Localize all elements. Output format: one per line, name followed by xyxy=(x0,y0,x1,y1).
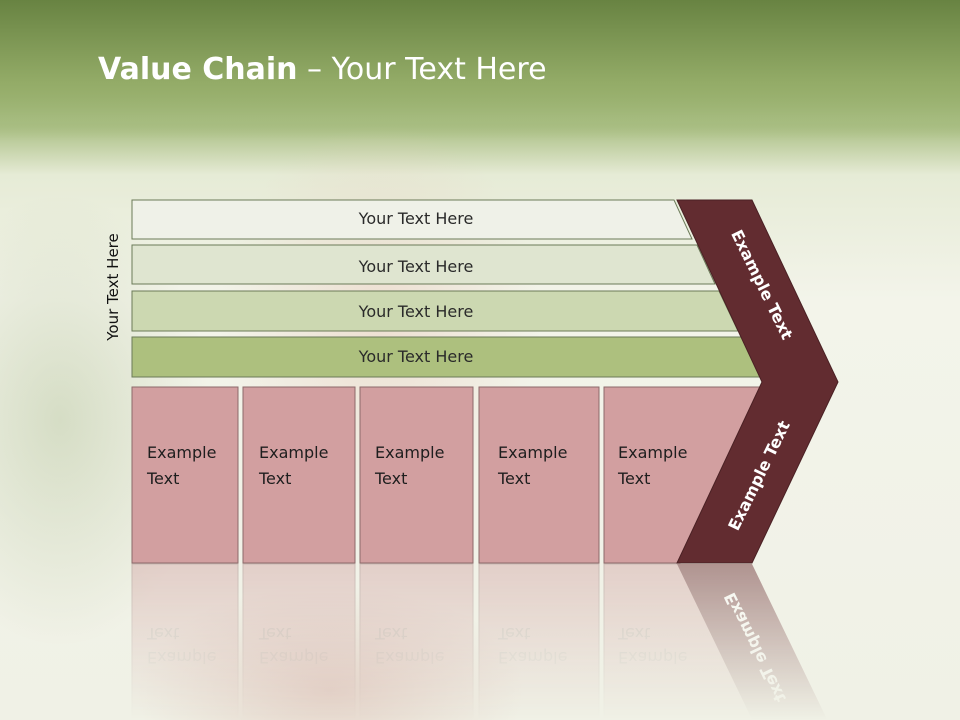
primary-activities: Example Text Example Text Example Text E… xyxy=(131,386,763,564)
box-3-line2: Text xyxy=(374,469,407,488)
header-band xyxy=(0,0,960,140)
box-3-line1: Example xyxy=(375,443,444,462)
chevron-shape xyxy=(676,199,839,564)
reflection-text: Example xyxy=(618,648,687,667)
box-2-line2: Text xyxy=(258,469,291,488)
reflection-text: Example xyxy=(498,648,567,667)
activity-bars: Your Text Here Your Text Here Your Text … xyxy=(131,199,763,378)
reflection-text: Text xyxy=(146,624,179,643)
bar-3-label: Your Text Here xyxy=(358,302,474,321)
box-5-line1: Example xyxy=(618,443,687,462)
slide-title: Value Chain – Your Text Here xyxy=(98,52,858,87)
reflection-text: Text xyxy=(258,624,291,643)
box-5-line2: Text xyxy=(617,469,650,488)
box-2-line1: Example xyxy=(259,443,328,462)
reflection-box xyxy=(242,563,356,720)
title-rest: – Your Text Here xyxy=(297,52,547,87)
box-4-line2: Text xyxy=(497,469,530,488)
reflection-box xyxy=(131,563,239,720)
reflection-text: Text xyxy=(497,624,530,643)
box-1-line1: Example xyxy=(147,443,216,462)
box-1-line2: Text xyxy=(146,469,179,488)
box-4-shape xyxy=(478,386,600,564)
box-2-shape xyxy=(242,386,356,564)
bar-2-label: Your Text Here xyxy=(358,257,474,276)
reflection-text: Text xyxy=(374,624,407,643)
bar-1-shape xyxy=(131,199,693,240)
bar-1-label: Your Text Here xyxy=(358,209,474,228)
reflection-box xyxy=(478,563,600,720)
diagram-reflection: Example Example Example Example Example … xyxy=(131,563,828,720)
reflection-text: Example xyxy=(147,648,216,667)
reflection-text: Example xyxy=(259,648,328,667)
box-3-shape xyxy=(359,386,474,564)
title-bold: Value Chain xyxy=(98,52,298,87)
bar-2-shape xyxy=(131,244,716,285)
reflection-chevron xyxy=(677,564,828,720)
bar-4-label: Your Text Here xyxy=(358,347,474,366)
reflection-box xyxy=(359,563,474,720)
reflection-text: Text xyxy=(617,624,650,643)
reflection-text: Example xyxy=(375,648,444,667)
box-4-line1: Example xyxy=(498,443,567,462)
box-1-shape xyxy=(131,386,239,564)
